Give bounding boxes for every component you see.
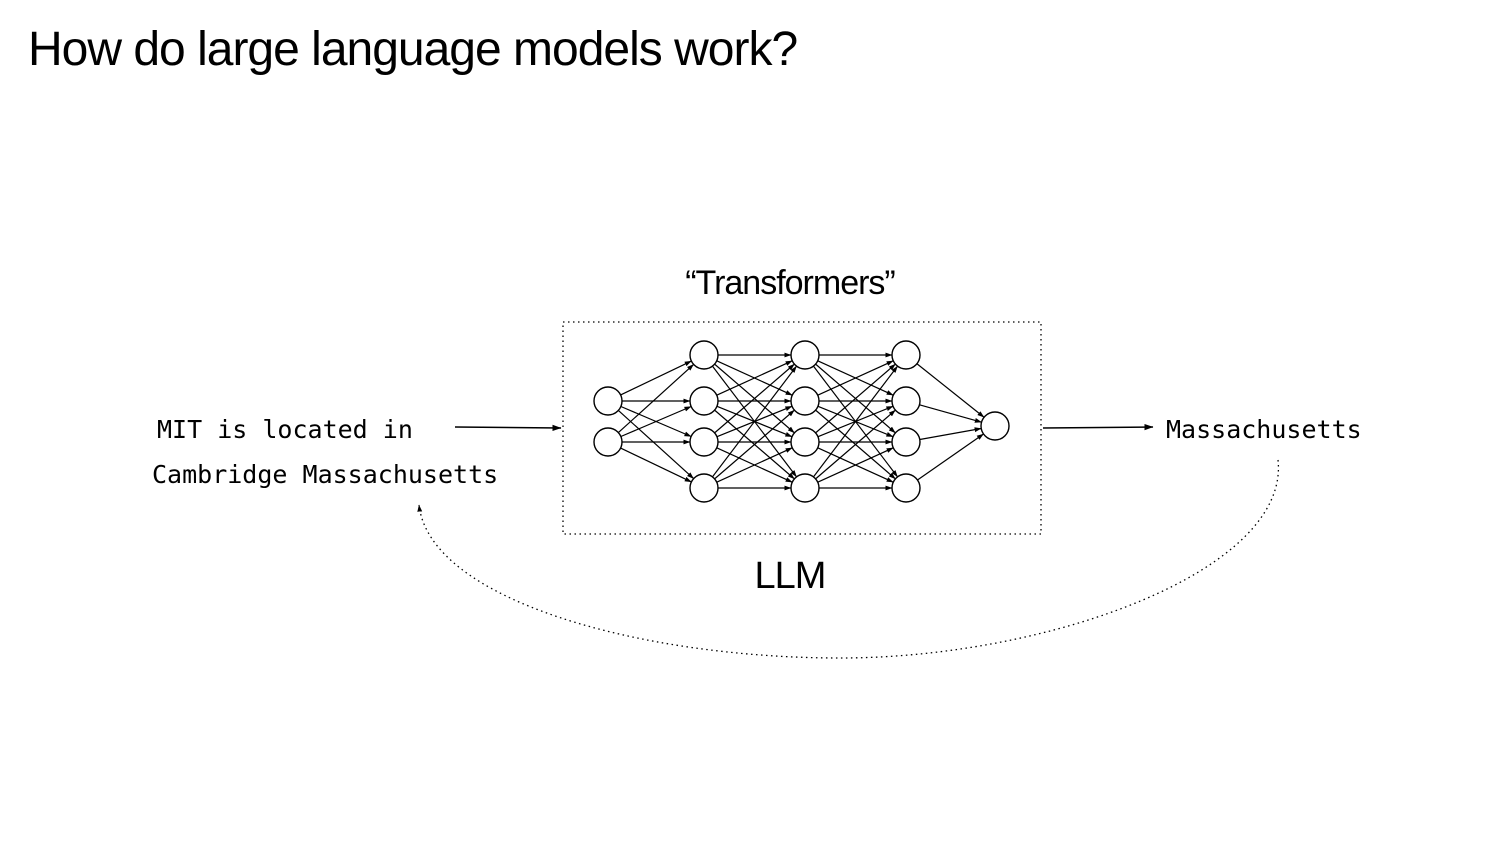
neuron-layer2-3: [790, 473, 820, 503]
network-neurons: [593, 340, 1010, 503]
network-connection-l2-3-2: [817, 447, 894, 483]
neural-network: [593, 340, 1010, 503]
model-caption: “Transformers”: [685, 264, 895, 302]
slide-title: How do large language models work?: [28, 23, 798, 76]
network-connection-l2-2-0: [815, 363, 896, 434]
network-connection-l1-3-2: [716, 447, 793, 483]
input-prompt-text: MIT is located in: [157, 415, 413, 444]
network-connection-l2-3-0: [812, 365, 899, 478]
neuron-layer3-2: [891, 427, 921, 457]
neuron-layer1-3: [689, 473, 719, 503]
network-connection-l3-3-0: [917, 433, 984, 481]
model-label: LLM: [755, 555, 826, 597]
network-connection-l3-1-0: [919, 404, 982, 423]
neuron-layer4-0: [980, 411, 1010, 441]
input-arrow: [454, 424, 562, 432]
neuron-layer3-0: [891, 340, 921, 370]
neuron-layer2-0: [790, 340, 820, 370]
network-connection-l1-2-0: [714, 363, 795, 434]
network-connection-l1-3-0: [711, 365, 798, 478]
network-connection-l0-1-3: [620, 447, 692, 483]
generated-text: Cambridge Massachusetts: [152, 460, 498, 489]
network-connection-l3-2-0: [919, 427, 982, 441]
network-connection-l2-3-1: [815, 409, 896, 480]
network-connection-l1-1-0: [716, 360, 793, 396]
network-connection-l1-3-1: [714, 409, 795, 480]
neuron-layer0-0: [593, 386, 623, 416]
neuron-layer3-1: [891, 386, 921, 416]
neuron-layer3-3: [891, 473, 921, 503]
output-token: Massachusetts: [1166, 415, 1362, 444]
network-connection-l0-1-0: [617, 363, 695, 434]
neuron-layer1-0: [689, 340, 719, 370]
neuron-layer2-1: [790, 386, 820, 416]
neuron-layer0-1: [593, 427, 623, 457]
network-connection-l3-0-0: [916, 363, 985, 418]
neuron-layer2-2: [790, 427, 820, 457]
feedback-loop-arrow: [417, 459, 1279, 659]
network-connection-l0-1-1: [620, 405, 692, 438]
network-connection-l0-0-0: [620, 360, 692, 396]
neuron-layer1-2: [689, 427, 719, 457]
network-connections: [617, 352, 985, 491]
network-connection-l2-1-0: [817, 360, 894, 396]
network-connection-l0-0-3: [617, 409, 695, 480]
output-arrow: [1042, 423, 1154, 431]
neuron-layer1-1: [689, 386, 719, 416]
